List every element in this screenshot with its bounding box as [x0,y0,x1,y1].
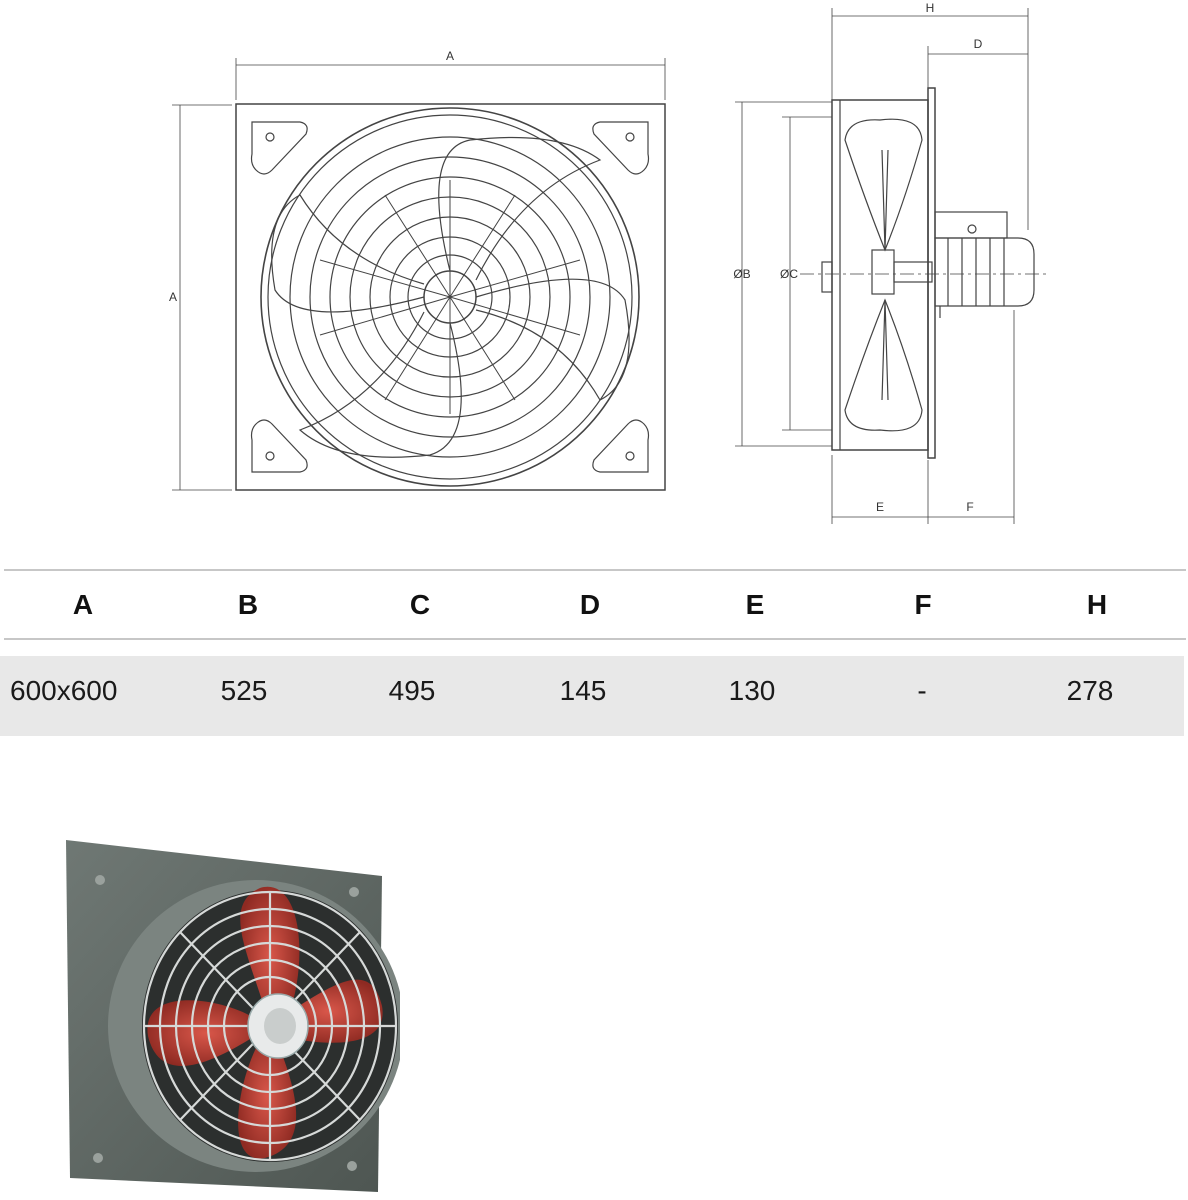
value-cell-e: 130 [728,675,776,706]
value-cell-f: - [917,675,927,706]
motor-body [934,237,1035,307]
front-view [172,58,666,491]
header-cell-h: H [1086,589,1108,620]
dim-label-a-top: A [446,49,454,63]
side-view [735,8,1046,524]
header-cell-e: E [745,589,765,620]
mounting-panel [235,103,666,491]
table-row: 600x600 525 495 145 130 - 278 [0,656,1184,736]
dim-label-c: ØC [780,267,798,281]
header-cell-d: D [579,589,601,620]
fan-ring [260,107,640,487]
table-header-rule [4,638,1186,640]
corner-bracket [592,419,650,473]
corner-bracket [250,419,308,473]
dim-label-e: E [876,500,884,514]
corner-bracket [592,121,650,175]
value-cell-d: 145 [559,675,607,706]
value-cell-c: 495 [388,675,436,706]
table-header-row: A B C D E F H [0,585,1188,633]
header-cell-b: B [237,589,259,620]
value-cell-a: 600x600 [10,675,118,706]
product-photo [66,840,400,1192]
table-top-rule [4,569,1186,571]
technical-drawing: A A H D ØB ØC E F [169,1,1046,524]
dim-label-d: D [974,37,983,51]
dim-label-h: H [926,1,935,15]
dim-label-b: ØB [733,267,750,281]
fan-housing [831,99,929,451]
header-cell-a: A [72,589,94,620]
header-cell-f: F [914,589,932,620]
dim-label-a-side: A [169,290,177,304]
value-cell-b: 525 [220,675,268,706]
corner-bracket [250,121,308,175]
header-cell-c: C [409,589,431,620]
dim-label-f: F [966,500,973,514]
value-cell-h: 278 [1066,675,1114,706]
blade-hub [871,249,895,295]
